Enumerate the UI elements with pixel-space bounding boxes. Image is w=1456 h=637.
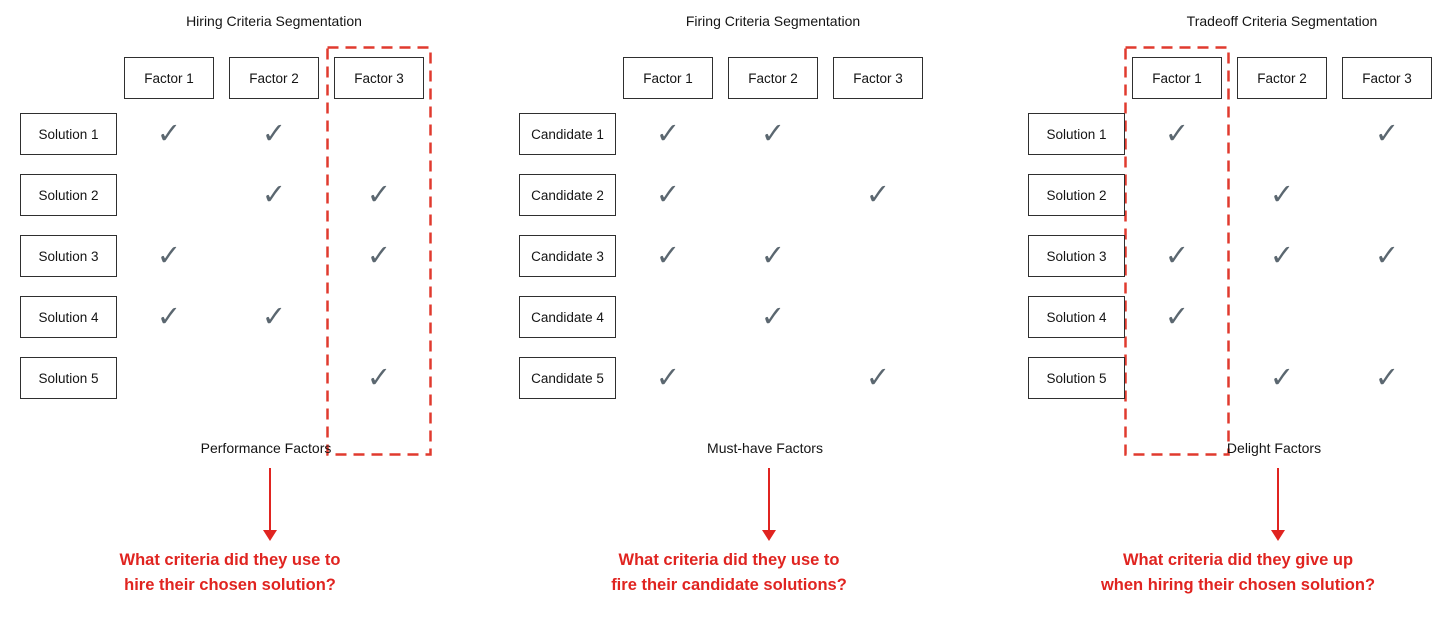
check-icon: ✓ <box>655 115 681 150</box>
row-label: Solution 4 <box>1028 296 1125 338</box>
down-arrow-head <box>1271 530 1285 541</box>
factor-label: Must-have Factors <box>707 440 823 456</box>
row-label: Solution 2 <box>20 174 117 216</box>
question-line: hire their chosen solution? <box>124 576 336 594</box>
row-label: Solution 2 <box>1028 174 1125 216</box>
check-icon: ✓ <box>366 237 392 272</box>
row-label: Solution 3 <box>1028 235 1125 277</box>
column-header: Factor 1 <box>124 57 214 99</box>
column-header: Factor 1 <box>1132 57 1222 99</box>
row-label: Solution 5 <box>20 357 117 399</box>
down-arrow-head <box>263 530 277 541</box>
question-text: What criteria did they use to fire their … <box>509 548 949 598</box>
column-header: Factor 3 <box>334 57 424 99</box>
check-icon: ✓ <box>366 176 392 211</box>
question-line: What criteria did they use to <box>618 551 840 569</box>
check-icon: ✓ <box>156 115 182 150</box>
column-header: Factor 3 <box>1342 57 1432 99</box>
row-label: Solution 3 <box>20 235 117 277</box>
down-arrow-head <box>762 530 776 541</box>
row-label: Candidate 4 <box>519 296 616 338</box>
check-icon: ✓ <box>655 176 681 211</box>
check-icon: ✓ <box>865 176 891 211</box>
panel-title: Tradeoff Criteria Segmentation <box>1186 13 1378 29</box>
check-icon: ✓ <box>1164 298 1190 333</box>
row-label: Solution 4 <box>20 296 117 338</box>
check-icon: ✓ <box>1164 115 1190 150</box>
down-arrow-shaft <box>768 468 770 530</box>
column-header: Factor 2 <box>728 57 818 99</box>
row-label: Solution 1 <box>20 113 117 155</box>
check-icon: ✓ <box>865 359 891 394</box>
question-line: What criteria did they use to <box>119 551 341 569</box>
down-arrow-shaft <box>1277 468 1279 530</box>
check-icon: ✓ <box>760 237 786 272</box>
down-arrow-shaft <box>269 468 271 530</box>
row-label: Candidate 5 <box>519 357 616 399</box>
check-icon: ✓ <box>156 298 182 333</box>
column-header: Factor 1 <box>623 57 713 99</box>
question-line: What criteria did they give up <box>1122 551 1354 569</box>
check-icon: ✓ <box>655 359 681 394</box>
check-icon: ✓ <box>1269 237 1295 272</box>
row-label: Candidate 1 <box>519 113 616 155</box>
question-line: when hiring their chosen solution? <box>1100 576 1376 594</box>
check-icon: ✓ <box>261 115 287 150</box>
row-label: Candidate 3 <box>519 235 616 277</box>
column-header: Factor 2 <box>1237 57 1327 99</box>
check-icon: ✓ <box>1164 237 1190 272</box>
row-label: Candidate 2 <box>519 174 616 216</box>
question-text: What criteria did they use to hire their … <box>10 548 450 598</box>
check-icon: ✓ <box>655 237 681 272</box>
factor-label: Performance Factors <box>200 440 332 456</box>
check-icon: ✓ <box>1269 359 1295 394</box>
row-label: Solution 1 <box>1028 113 1125 155</box>
panel-title: Firing Criteria Segmentation <box>685 13 861 29</box>
check-icon: ✓ <box>760 298 786 333</box>
panel-title: Hiring Criteria Segmentation <box>186 13 362 29</box>
column-header: Factor 3 <box>833 57 923 99</box>
check-icon: ✓ <box>366 359 392 394</box>
check-icon: ✓ <box>261 298 287 333</box>
question-line: fire their candidate solutions? <box>611 576 847 594</box>
question-text: What criteria did they give up when hirin… <box>1018 548 1456 598</box>
check-icon: ✓ <box>156 237 182 272</box>
check-icon: ✓ <box>1374 237 1400 272</box>
check-icon: ✓ <box>1374 115 1400 150</box>
check-icon: ✓ <box>261 176 287 211</box>
row-label: Solution 5 <box>1028 357 1125 399</box>
factor-label: Delight Factors <box>1226 440 1322 456</box>
check-icon: ✓ <box>1374 359 1400 394</box>
column-header: Factor 2 <box>229 57 319 99</box>
check-icon: ✓ <box>1269 176 1295 211</box>
check-icon: ✓ <box>760 115 786 150</box>
